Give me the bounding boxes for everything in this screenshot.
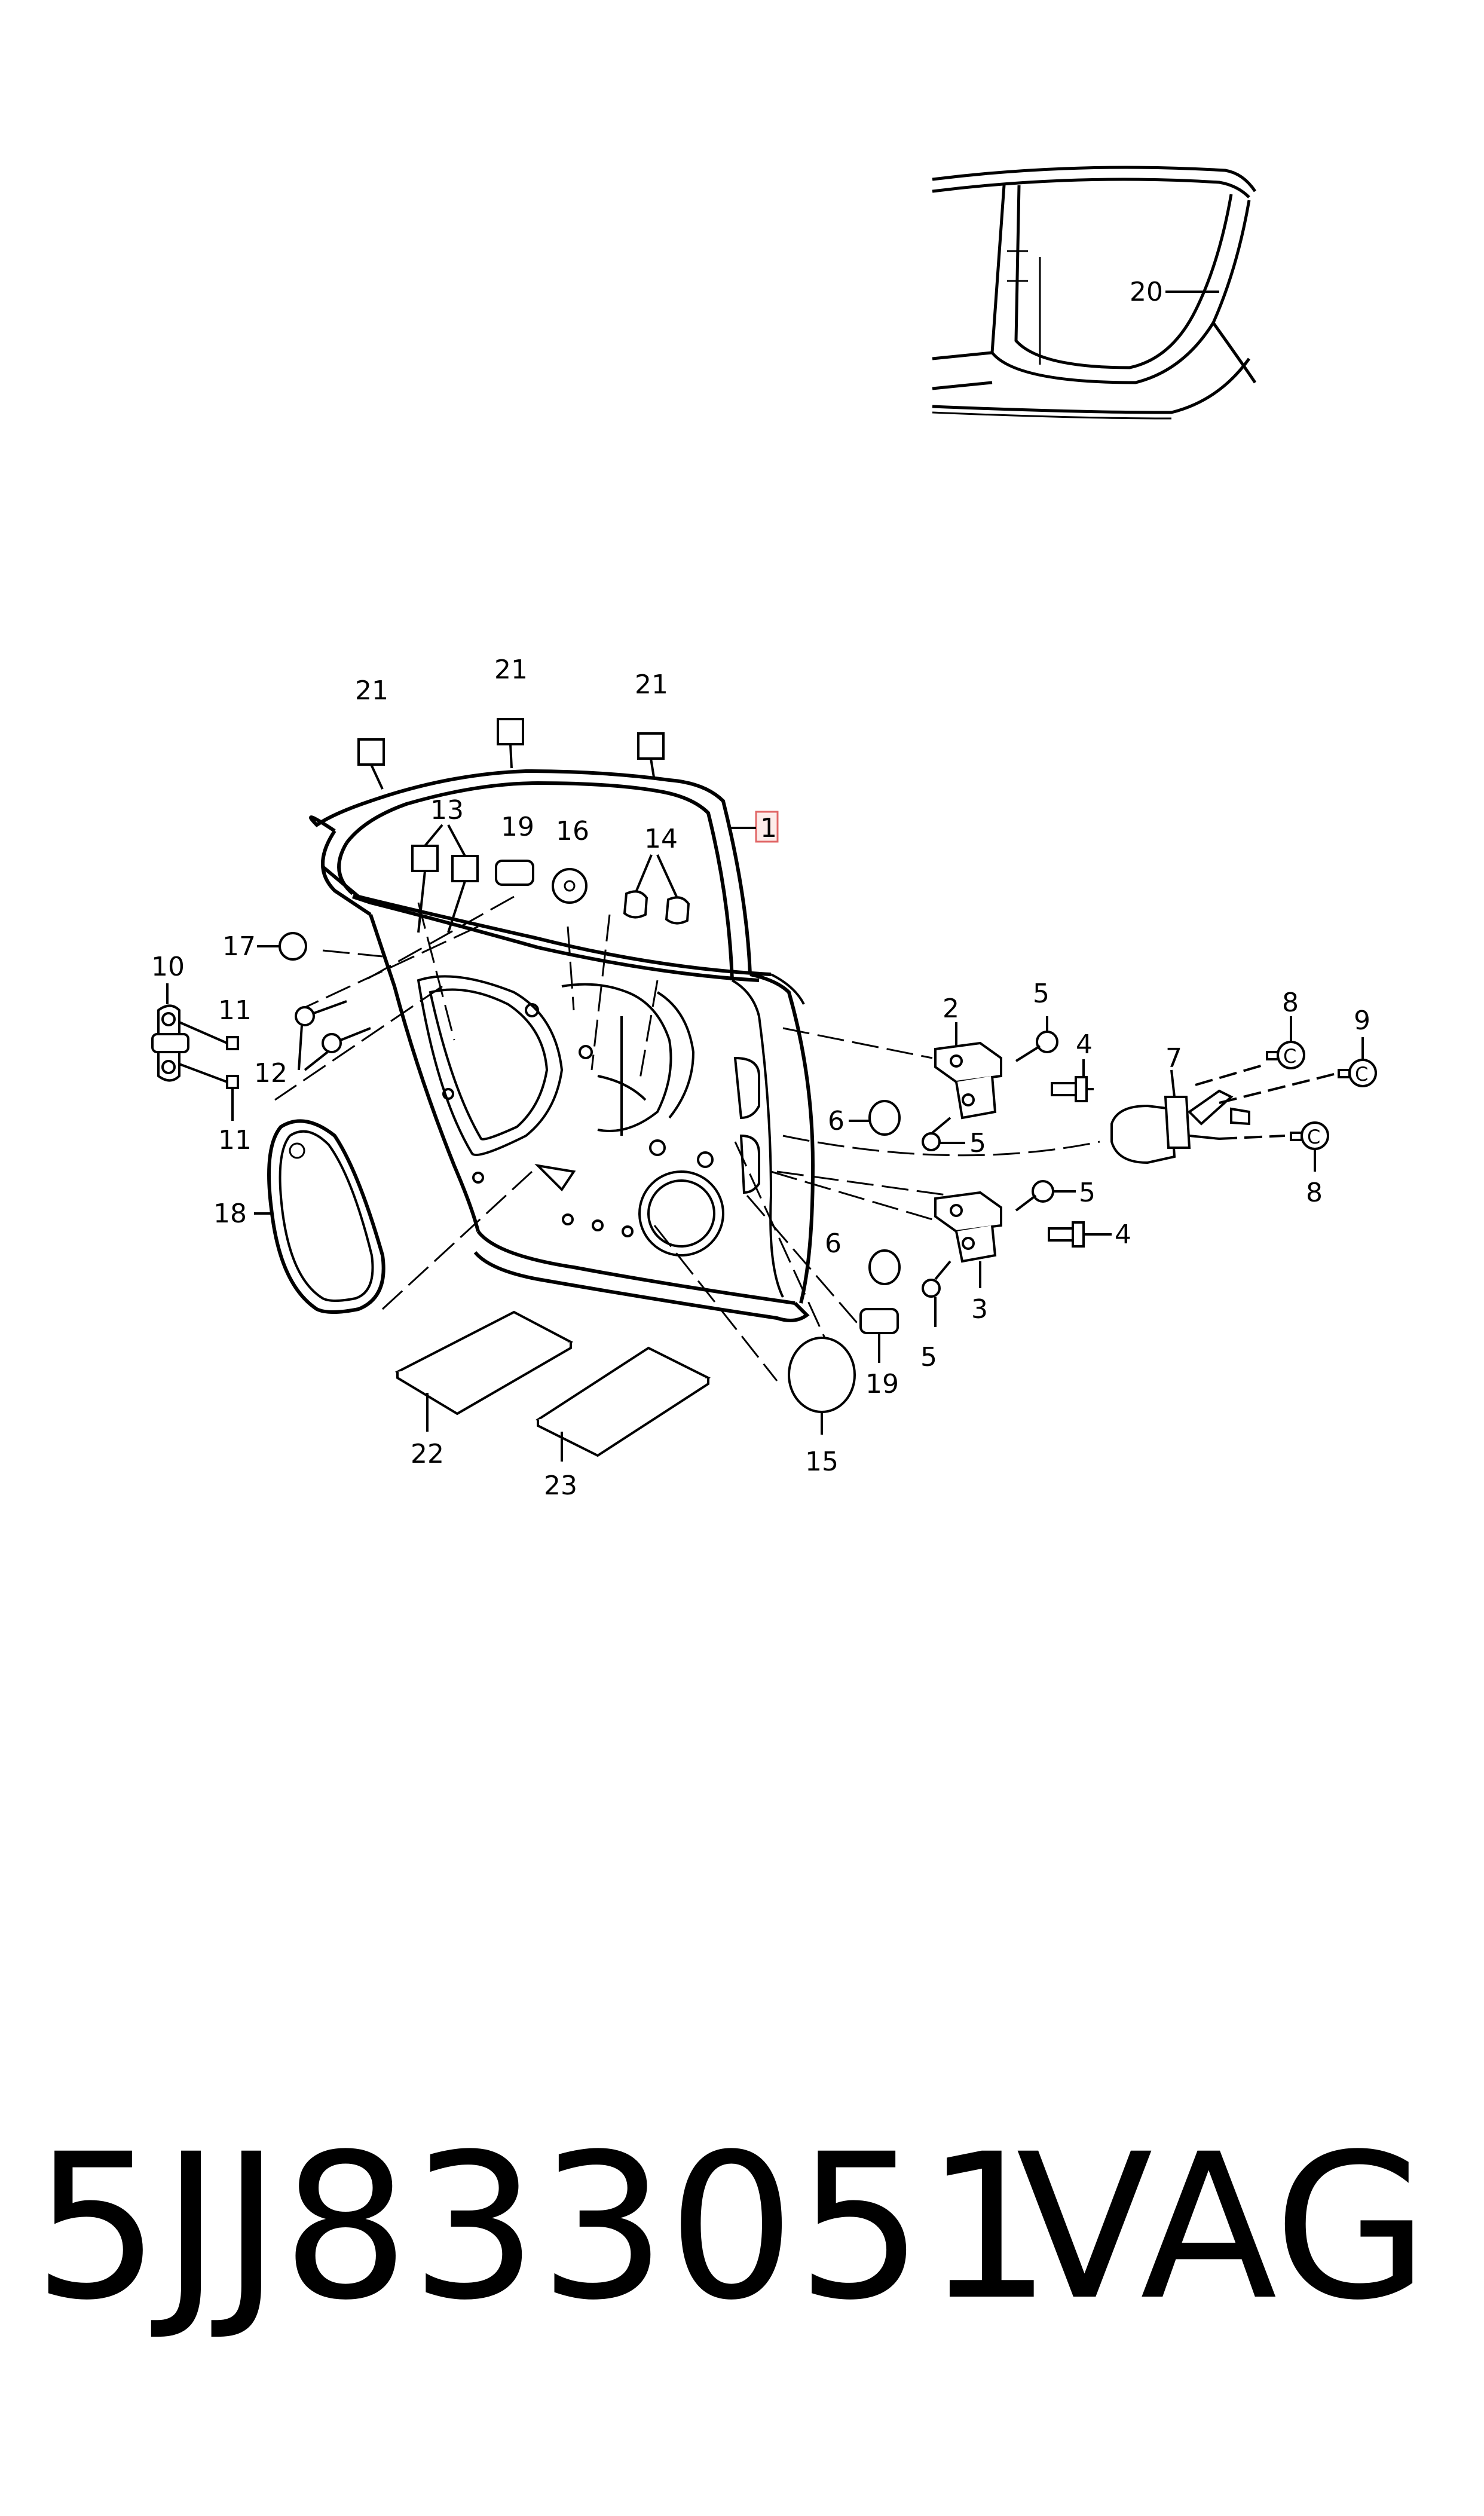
callout-6-bottom: 6	[825, 1228, 842, 1259]
bolt-4-bottom	[1048, 1221, 1112, 1248]
callout-4-bottom: 4	[1115, 1219, 1131, 1250]
nuts-8-9: C C C	[1266, 1016, 1377, 1172]
vehicle-inset	[932, 166, 1257, 420]
nuts-5	[922, 1016, 1076, 1327]
callout-12: 12	[254, 1058, 287, 1089]
callout-5-a: 5	[1033, 979, 1049, 1009]
pad-19-top	[495, 860, 534, 886]
callout-9: 9	[1354, 1005, 1370, 1036]
callout-17: 17	[222, 931, 256, 962]
callout-20: 20	[1130, 277, 1163, 307]
callout-4-top: 4	[1076, 1029, 1093, 1060]
callout-15: 15	[805, 1447, 839, 1477]
callout-8-top: 8	[1282, 988, 1299, 1018]
callout-5-d: 5	[920, 1342, 937, 1372]
callout-11-bottom: 11	[218, 1125, 252, 1155]
callout-13: 13	[430, 795, 464, 826]
grommet-16-hole	[564, 880, 576, 892]
callout-10: 10	[151, 952, 185, 982]
callout-5-c: 5	[1079, 1178, 1096, 1208]
hinge-3	[934, 1191, 1002, 1288]
callout-11-top: 11	[218, 995, 252, 1026]
svg-text:C: C	[1307, 1126, 1320, 1148]
door-shell	[309, 769, 815, 1322]
callout-21-b: 21	[494, 655, 528, 685]
callout-3: 3	[971, 1294, 988, 1325]
bolts-12	[295, 1000, 371, 1071]
callout-16: 16	[556, 816, 589, 846]
callout-18: 18	[213, 1199, 247, 1229]
callout-8-bottom: 8	[1306, 1178, 1323, 1208]
door-check-10	[151, 983, 239, 1089]
door-check-7	[1110, 1063, 1351, 1164]
svg-text:C: C	[1283, 1045, 1296, 1068]
callout-6-top: 6	[828, 1106, 844, 1136]
callout-5-b: 5	[969, 1128, 986, 1158]
brand-label: VAG	[1016, 2111, 1429, 2344]
callout-2: 2	[943, 993, 959, 1024]
part-number: 5JJ833051	[33, 2111, 1054, 2344]
dashed-leaders	[274, 895, 1100, 1381]
cover-15	[788, 1337, 856, 1413]
callout-21-c: 21	[635, 669, 668, 700]
svg-text:C: C	[1355, 1063, 1368, 1086]
clips-14	[623, 854, 690, 925]
seal-18	[254, 1119, 385, 1314]
callout-23: 23	[544, 1471, 577, 1501]
door-inner-detail	[417, 975, 760, 1257]
plug-17	[279, 932, 307, 961]
marker-boxes-21	[357, 718, 665, 790]
sheets-22-23	[394, 1310, 711, 1462]
callout-19-bottom: 19	[865, 1369, 899, 1399]
callout-7: 7	[1165, 1043, 1182, 1074]
callout-14: 14	[644, 824, 678, 854]
marker-boxes-13	[411, 824, 479, 933]
bolt-4-top	[1051, 1059, 1094, 1102]
pad-19-bottom	[859, 1308, 899, 1334]
hinge-2	[934, 1022, 1002, 1120]
caps-6	[849, 1100, 901, 1285]
callout-22: 22	[411, 1439, 444, 1469]
callout-1: 1	[760, 813, 777, 843]
callout-21-a: 21	[355, 675, 388, 706]
callout-19-top: 19	[501, 812, 534, 842]
